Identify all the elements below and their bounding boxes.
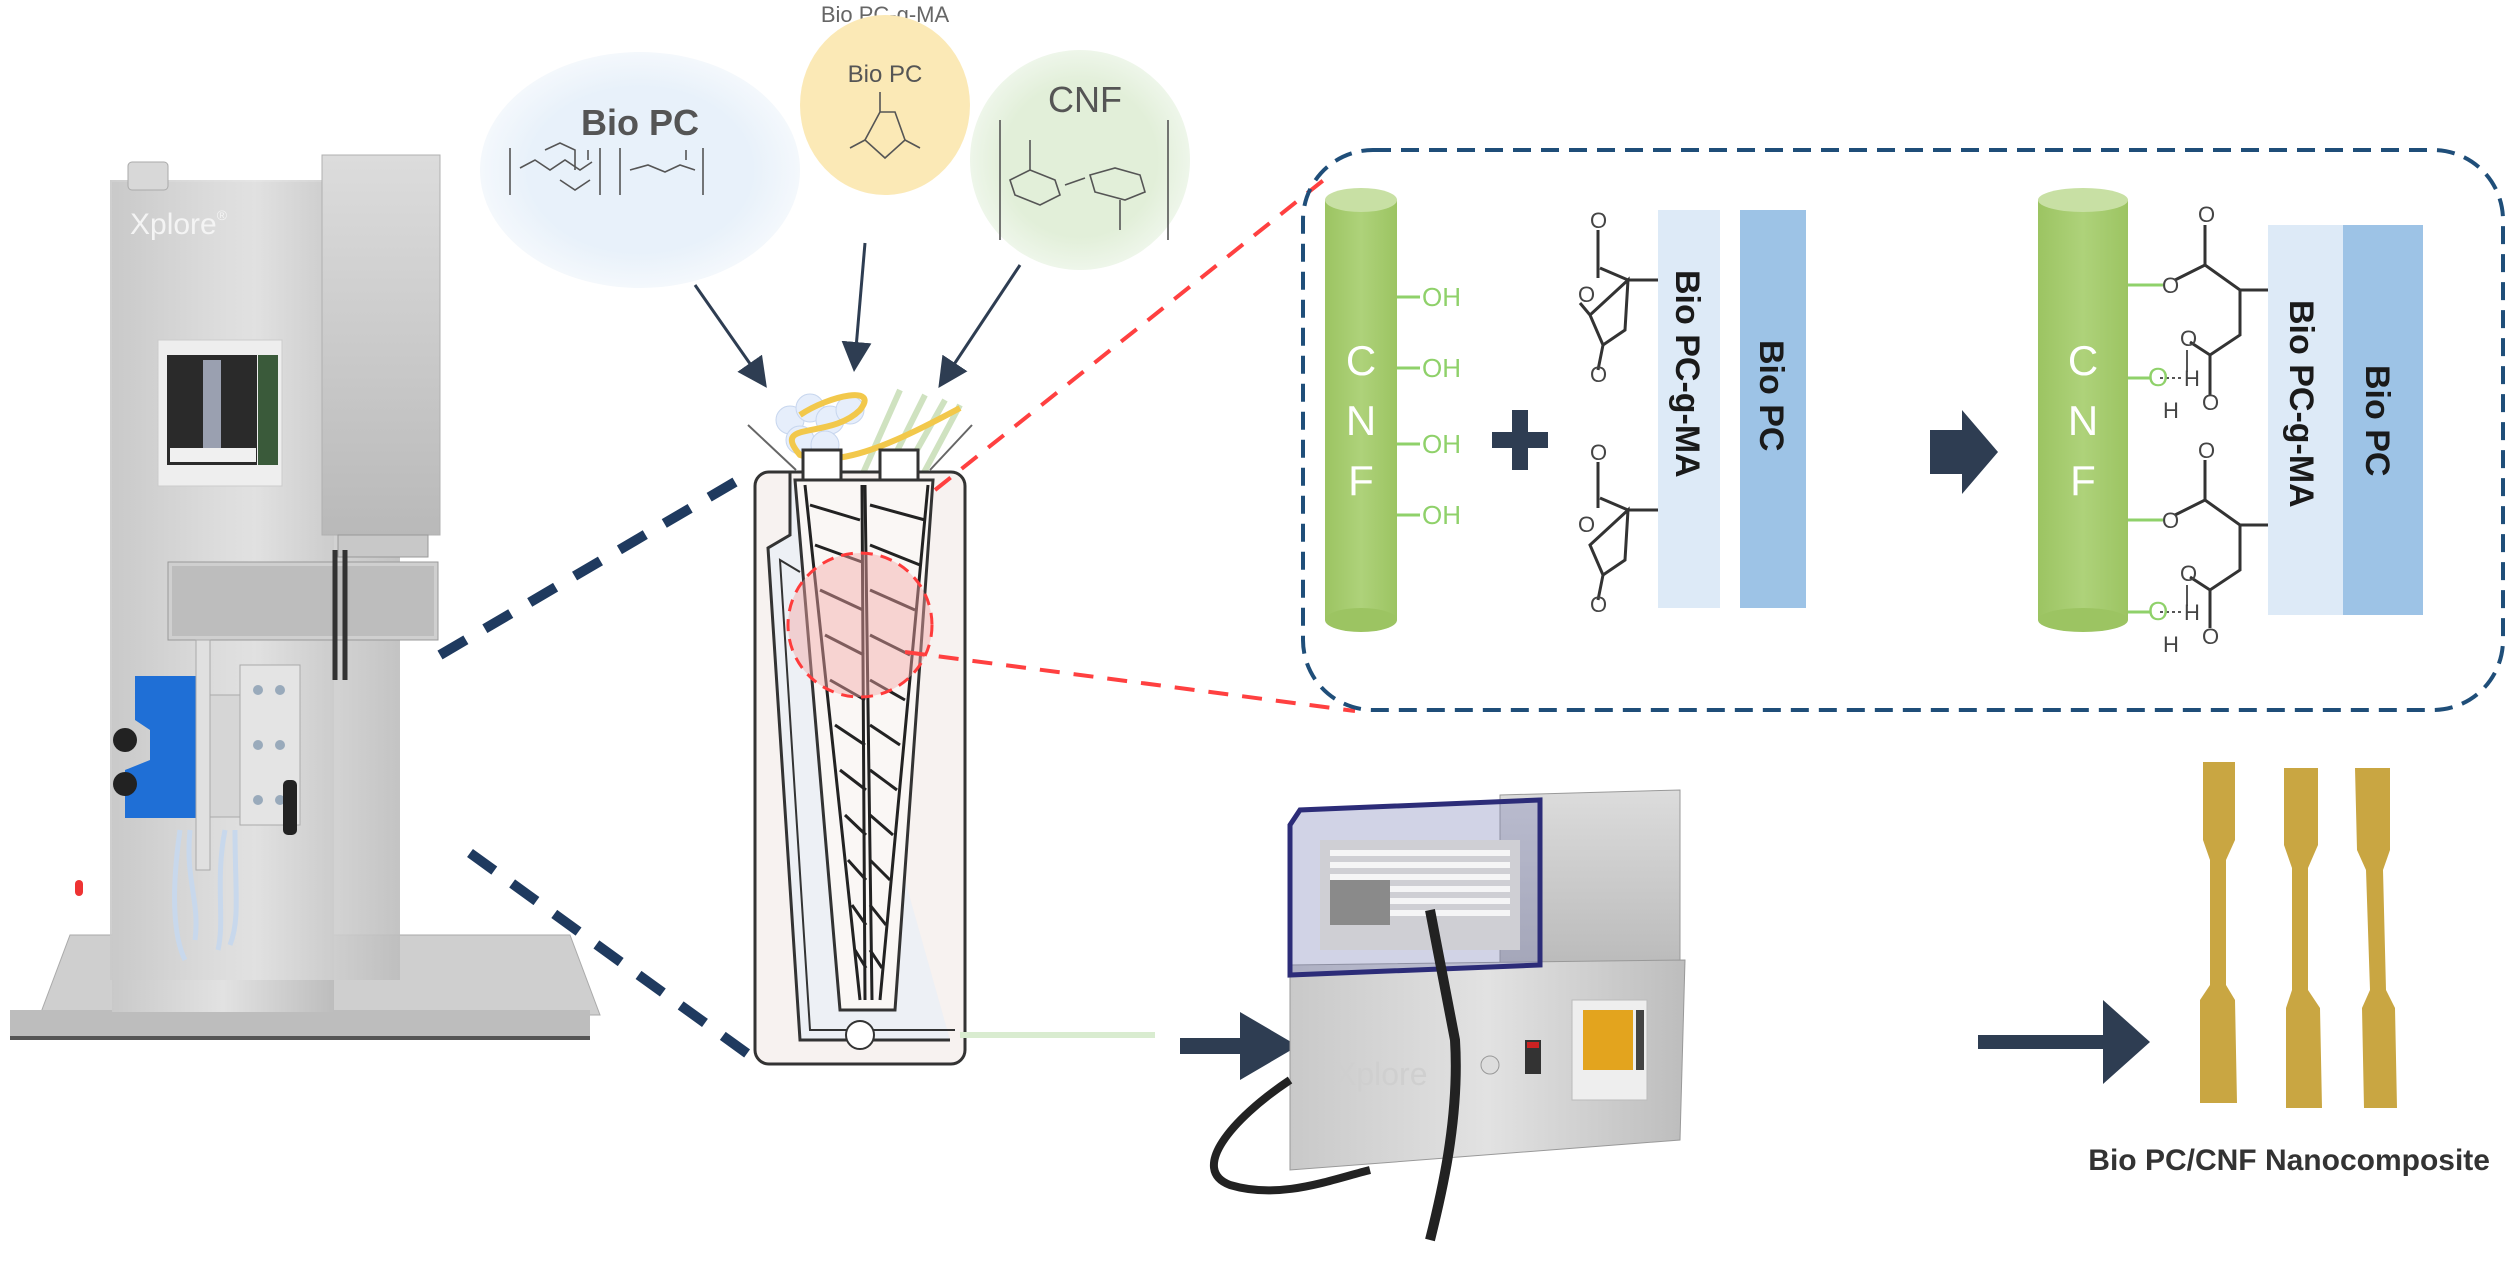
injection-screen	[1583, 1010, 1633, 1070]
oxygen-atom: O	[1590, 362, 1607, 387]
oxygen-atom: O	[1590, 208, 1607, 233]
graft-bubble-inner-label: Bio PC	[848, 61, 923, 88]
hydroxyl-label: OH	[1422, 353, 1461, 383]
water-oxygen: O	[2148, 596, 2168, 626]
hydrogen-atom: H	[2184, 600, 2200, 625]
ester-linkages: O O O O O H H O O O O O H H	[2128, 202, 2268, 657]
twin-screw-barrel-schematic	[747, 388, 1155, 1066]
zoom-connector-red	[904, 173, 1356, 713]
maleic-anhydride-rings: O O O O O O	[1578, 208, 1660, 617]
process-arrow-to-injection-icon	[1180, 1012, 1298, 1080]
biopc-bar	[1740, 210, 1806, 608]
product-biopc-bar	[2343, 225, 2423, 615]
product-graft-bar-label: Bio PC-g-MA	[2282, 300, 2320, 508]
biopc-bar-label: Bio PC	[1752, 340, 1790, 451]
feed-arrow-graft	[841, 242, 872, 372]
blue-bracket	[125, 676, 200, 818]
cnf-letter-f: F	[1348, 457, 1374, 504]
reaction-arrow-icon	[1930, 410, 1998, 494]
product-graft-bar	[2268, 225, 2343, 615]
cnf-letter-n: N	[2068, 397, 2098, 444]
cnf-bubble: CNF	[970, 50, 1190, 270]
product-caption: Bio PC/CNF Nanocomposite	[2088, 1144, 2490, 1177]
tensile-specimens	[2200, 762, 2397, 1108]
reaction-panel-border	[1301, 148, 2505, 712]
dog-bone-specimen	[2355, 768, 2397, 1108]
oxygen-atom: O	[2198, 438, 2215, 463]
biopc-structure	[509, 142, 704, 195]
reaction-mechanism-panel: C N F OH OH OH OH O O O O O	[1301, 148, 2505, 712]
cnf-letter-n: N	[1346, 397, 1376, 444]
injection-brand-label: Xplore	[1335, 1056, 1428, 1092]
cnf-bubble-label: CNF	[1048, 79, 1122, 120]
hydroxyl-label: OH	[1422, 429, 1461, 459]
oxygen-atom: O	[2162, 508, 2179, 533]
graft-bubble: Bio PC-g-MA Bio PC	[800, 2, 970, 195]
maleic-anhydride-structure	[849, 92, 921, 160]
water-oxygen: O	[2148, 362, 2168, 392]
hydrogen-atom: H	[2184, 366, 2200, 391]
product-biopc-bar-label: Bio PC	[2358, 365, 2396, 476]
cnf-letter-c: C	[2068, 337, 2098, 384]
graft-bar-label: Bio PC-g-MA	[1668, 270, 1706, 478]
screw-flights	[803, 484, 930, 1001]
zoom-connector-navy	[437, 477, 755, 1062]
hydrogen-atom: H	[2163, 398, 2179, 423]
oxygen-atom: O	[1590, 440, 1607, 465]
oxygen-atom: O	[2162, 273, 2179, 298]
hydrogen-atom: H	[2163, 632, 2179, 657]
oxygen-atom: O	[2198, 202, 2215, 227]
biopc-bubble-label: Bio PC	[581, 102, 699, 143]
oxygen-atom: O	[2202, 390, 2219, 415]
feed-arrows	[693, 242, 1022, 388]
hydroxyl-label: OH	[1422, 500, 1461, 530]
graft-bar	[1658, 210, 1720, 608]
extruder-brand-label: Xplore®	[130, 207, 228, 241]
hydroxyl-label: OH	[1422, 282, 1461, 312]
cnf-letter-f: F	[2070, 457, 2096, 504]
oxygen-atom: O	[1578, 282, 1595, 307]
cnf-fiber-product: C N F	[2038, 188, 2128, 632]
reaction-zone-highlight	[786, 551, 934, 699]
cnf-fiber-reactant: C N F OH OH OH OH	[1325, 188, 1461, 632]
biopc-bubble: Bio PC	[480, 52, 800, 288]
oxygen-atom: O	[2180, 561, 2197, 586]
dog-bone-specimen	[2200, 762, 2237, 1103]
oxygen-atom: O	[2180, 326, 2197, 351]
dog-bone-specimen	[2284, 768, 2322, 1108]
feed-arrow-cnf	[938, 264, 1022, 388]
cellulose-structure	[999, 120, 1169, 240]
cnf-letter-c: C	[1346, 337, 1376, 384]
oxygen-atom: O	[2202, 624, 2219, 649]
process-arrow-to-specimen-icon	[1978, 1000, 2150, 1084]
injection-molding-machine: Xplore	[1209, 789, 1686, 1242]
feed-arrow-biopc	[693, 284, 767, 388]
plus-icon	[1492, 410, 1548, 470]
oxygen-atom: O	[1578, 512, 1595, 537]
oxygen-atom: O	[1590, 592, 1607, 617]
micro-compounder-machine: Xplore®	[10, 154, 601, 1040]
